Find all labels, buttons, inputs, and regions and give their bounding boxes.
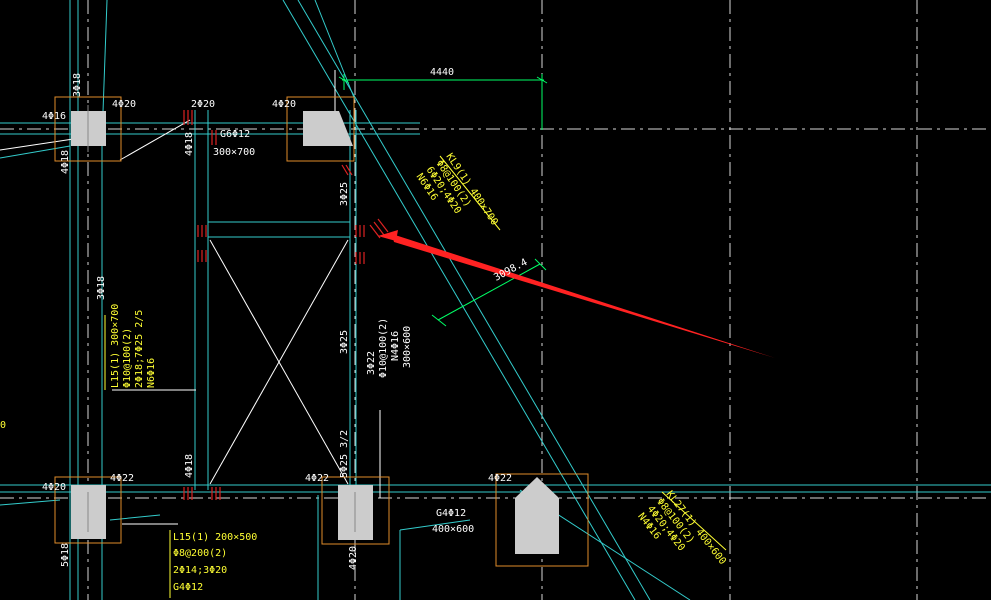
callout-l15b-line2: Φ8@200(2) [173,548,227,559]
callout-kl9[interactable]: KL9(1) 400×700 Φ8@100(2) 6Φ20;4Φ20 N6Φ16 [414,152,500,248]
dimension-diagonal [431,258,547,327]
label-bottom-right: 4Φ22 [488,473,512,484]
label-b-n4: N4Φ16 [390,331,401,361]
column-c3[interactable] [54,476,122,544]
label-b-size: 300×600 [402,326,413,368]
rebar-ticks [183,110,389,500]
column-c1[interactable] [54,96,122,162]
label-bottom-left: 4Φ20 [42,482,66,493]
label-top-mid-b: 4Φ20 [272,99,296,110]
label-v-3f18: 3Φ18 [96,276,107,300]
label-g4-size: 400×600 [432,524,474,535]
callout-l15v-line3: 2Φ18;7Φ25 2/5 [134,310,145,388]
edge-mark-left: 0 [0,420,6,431]
column-c5[interactable] [495,473,589,567]
label-g6-size: 300×700 [213,147,255,158]
callout-l15b-line3: 2Φ14;3Φ20 [173,565,227,576]
label-c2-side: 4Φ18 [184,132,195,156]
label-g6-name: G6Φ12 [220,129,250,140]
label-top-mid-left: 4Φ20 [112,99,136,110]
label-g4-name: G4Φ12 [436,508,466,519]
label-v-3f25-c: 5Φ25 3/2 [339,430,350,478]
label-bottom-mid-side: 4Φ18 [184,454,195,478]
label-bottom-mid-side2: 4Φ20 [348,546,359,570]
callout-l15-bottom[interactable]: L15(1) 200×500 Φ8@200(2) 2Φ14;3Φ20 G4Φ12 [173,532,257,593]
label-bottom-mid-b: 4Φ22 [305,473,329,484]
callout-l15-vertical[interactable]: L15(1) 300×700 Φ10@100(2) 2Φ18;7Φ25 2/5 … [110,304,157,388]
dimension-top-value: 4440 [430,67,454,78]
label-b-3f22: 3Φ22 [366,351,377,375]
label-b-stirrup: Φ10@100(2) [378,318,389,378]
red-arrow-annotation [378,230,775,358]
label-v-3f25-a: 3Φ25 [339,182,350,206]
column-c4[interactable] [321,476,390,545]
dimension-top [338,74,548,130]
label-c1-top: 3Φ18 [72,73,83,97]
callout-l15v-line1: L15(1) 300×700 [110,304,121,388]
callout-l15b-line4: G4Φ12 [173,582,203,593]
label-c1-side: 4Φ18 [60,150,71,174]
label-bottom-mid-a: 4Φ22 [110,473,134,484]
callout-l15v-line4: N6Φ16 [146,358,157,388]
label-c1-left: 4Φ16 [42,111,66,122]
label-top-mid-a: 2Φ20 [191,99,215,110]
label-bottom-left-side: 5Φ18 [60,543,71,567]
callout-leaders [104,155,727,598]
callout-l15v-line2: Φ10@100(2) [122,328,133,388]
column-c2[interactable] [286,96,355,162]
label-v-3f25-b: 3Φ25 [339,330,350,354]
callout-l15b-line1: L15(1) 200×500 [173,532,257,543]
